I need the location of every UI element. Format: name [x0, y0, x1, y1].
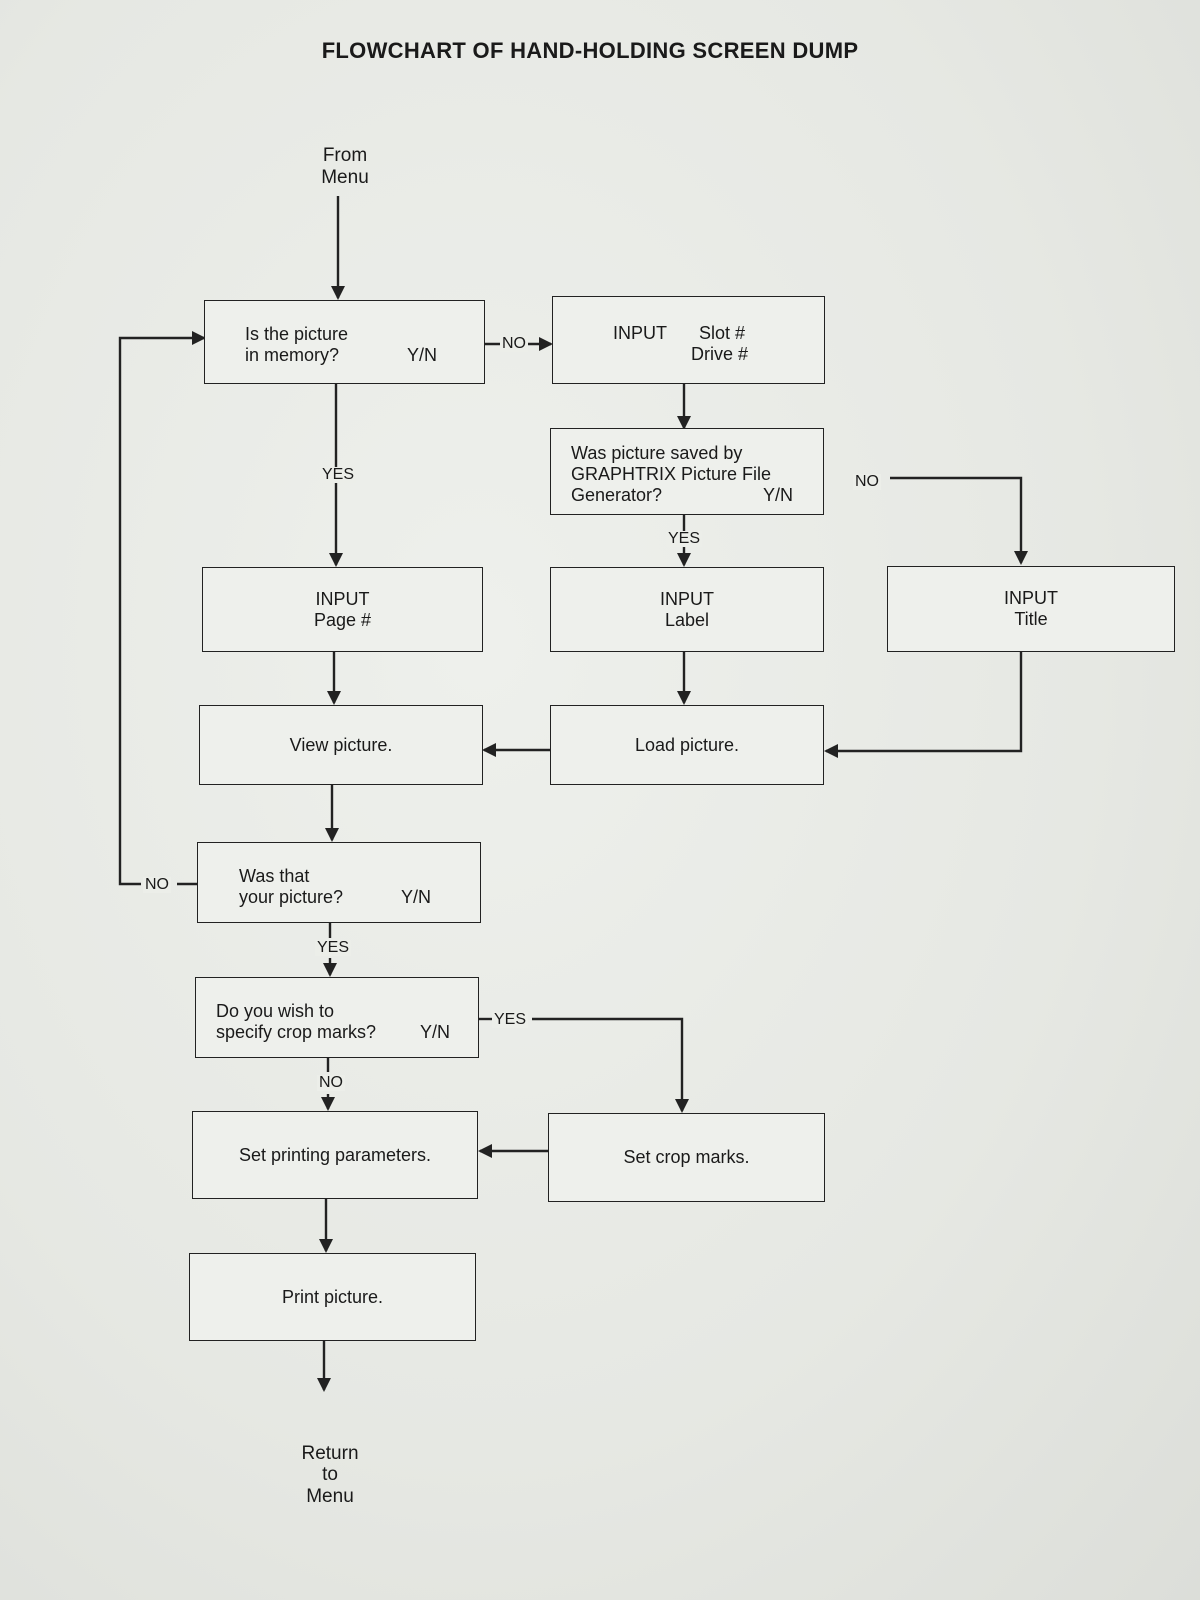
- node-input-title: INPUT Title: [887, 566, 1175, 652]
- load-picture-text: Load picture.: [634, 734, 740, 755]
- edge-label-crop-yes: YES: [492, 1011, 529, 1028]
- start-terminal: From Menu: [300, 145, 390, 189]
- crop-question-line-1: Do you wish to: [216, 1001, 335, 1021]
- saved-by-line-3: Generator?: [571, 485, 663, 505]
- arrow-crop-yes-to-setcrop: [532, 1017, 689, 1113]
- end-line-3: Menu: [306, 1485, 354, 1507]
- was-that-yn: Y/N: [401, 887, 432, 907]
- node-in-memory: Is the picture in memory? Y/N: [204, 300, 485, 384]
- input-slot-label: INPUT: [613, 323, 667, 343]
- end-line-2: to: [322, 1464, 338, 1486]
- print-picture-text: Print picture.: [281, 1286, 384, 1307]
- node-was-that: Was that your picture? Y/N: [197, 842, 481, 923]
- node-load-picture: Load picture.: [550, 705, 824, 785]
- edge-label-saved-yes: YES: [666, 530, 703, 547]
- set-crop-text: Set crop marks.: [623, 1147, 750, 1168]
- was-that-line-1: Was that: [239, 866, 310, 886]
- node-saved-by: Was picture saved by GRAPHTRIX Picture F…: [550, 428, 824, 515]
- input-slot-line-1: Slot #: [699, 323, 746, 343]
- saved-by-line-2: GRAPHTRIX Picture File: [571, 464, 772, 484]
- arrow-title-to-load: [824, 652, 1023, 758]
- node-set-crop: Set crop marks.: [548, 1113, 825, 1202]
- in-memory-line-2: in memory?: [245, 345, 340, 365]
- node-view-picture: View picture.: [199, 705, 483, 785]
- view-picture-text: View picture.: [289, 734, 393, 755]
- saved-by-line-1: Was picture saved by: [571, 443, 743, 463]
- input-label-line-2: Label: [664, 609, 710, 630]
- arrow-saved-no-to-title: [890, 476, 1028, 565]
- input-label-line-1: INPUT: [660, 588, 714, 609]
- node-input-slot: INPUT Slot # Drive #: [552, 296, 825, 384]
- edge-label-was-that-yes: YES: [315, 939, 352, 956]
- arrow-loop-back: [118, 331, 206, 886]
- crop-question-yn: Y/N: [420, 1022, 451, 1042]
- crop-question-line-2: specify crop marks?: [216, 1022, 377, 1042]
- input-slot-line-2: Drive #: [691, 344, 749, 364]
- start-line-1: From: [322, 145, 368, 166]
- page-title: FLOWCHART OF HAND-HOLDING SCREEN DUMP: [321, 38, 859, 63]
- input-page-line-2: Page #: [313, 609, 372, 630]
- edge-label-was-that-no: NO: [143, 876, 171, 893]
- edge-label-saved-no: NO: [853, 473, 881, 490]
- start-line-2: Menu: [321, 166, 369, 188]
- node-input-page: INPUT Page #: [202, 567, 483, 652]
- node-print-picture: Print picture.: [189, 1253, 476, 1341]
- edge-label-memory-no: NO: [500, 335, 528, 352]
- input-page-line-1: INPUT: [315, 588, 370, 609]
- edge-label-crop-no: NO: [317, 1074, 345, 1091]
- was-that-line-2: your picture?: [239, 887, 344, 907]
- input-title-line-1: INPUT: [1004, 588, 1058, 609]
- input-title-line-2: Title: [1014, 609, 1048, 629]
- in-memory-line-1: Is the picture: [245, 324, 349, 344]
- set-printing-text: Set printing parameters.: [238, 1144, 432, 1165]
- end-terminal: Return to Menu: [280, 1443, 380, 1507]
- end-line-1: Return: [301, 1443, 359, 1464]
- in-memory-yn: Y/N: [407, 345, 438, 365]
- node-crop-question: Do you wish to specify crop marks? Y/N: [195, 977, 479, 1058]
- node-set-printing: Set printing parameters.: [192, 1111, 478, 1199]
- edge-label-memory-yes: YES: [320, 466, 357, 483]
- node-input-label: INPUT Label: [550, 567, 824, 652]
- saved-by-yn: Y/N: [763, 485, 794, 505]
